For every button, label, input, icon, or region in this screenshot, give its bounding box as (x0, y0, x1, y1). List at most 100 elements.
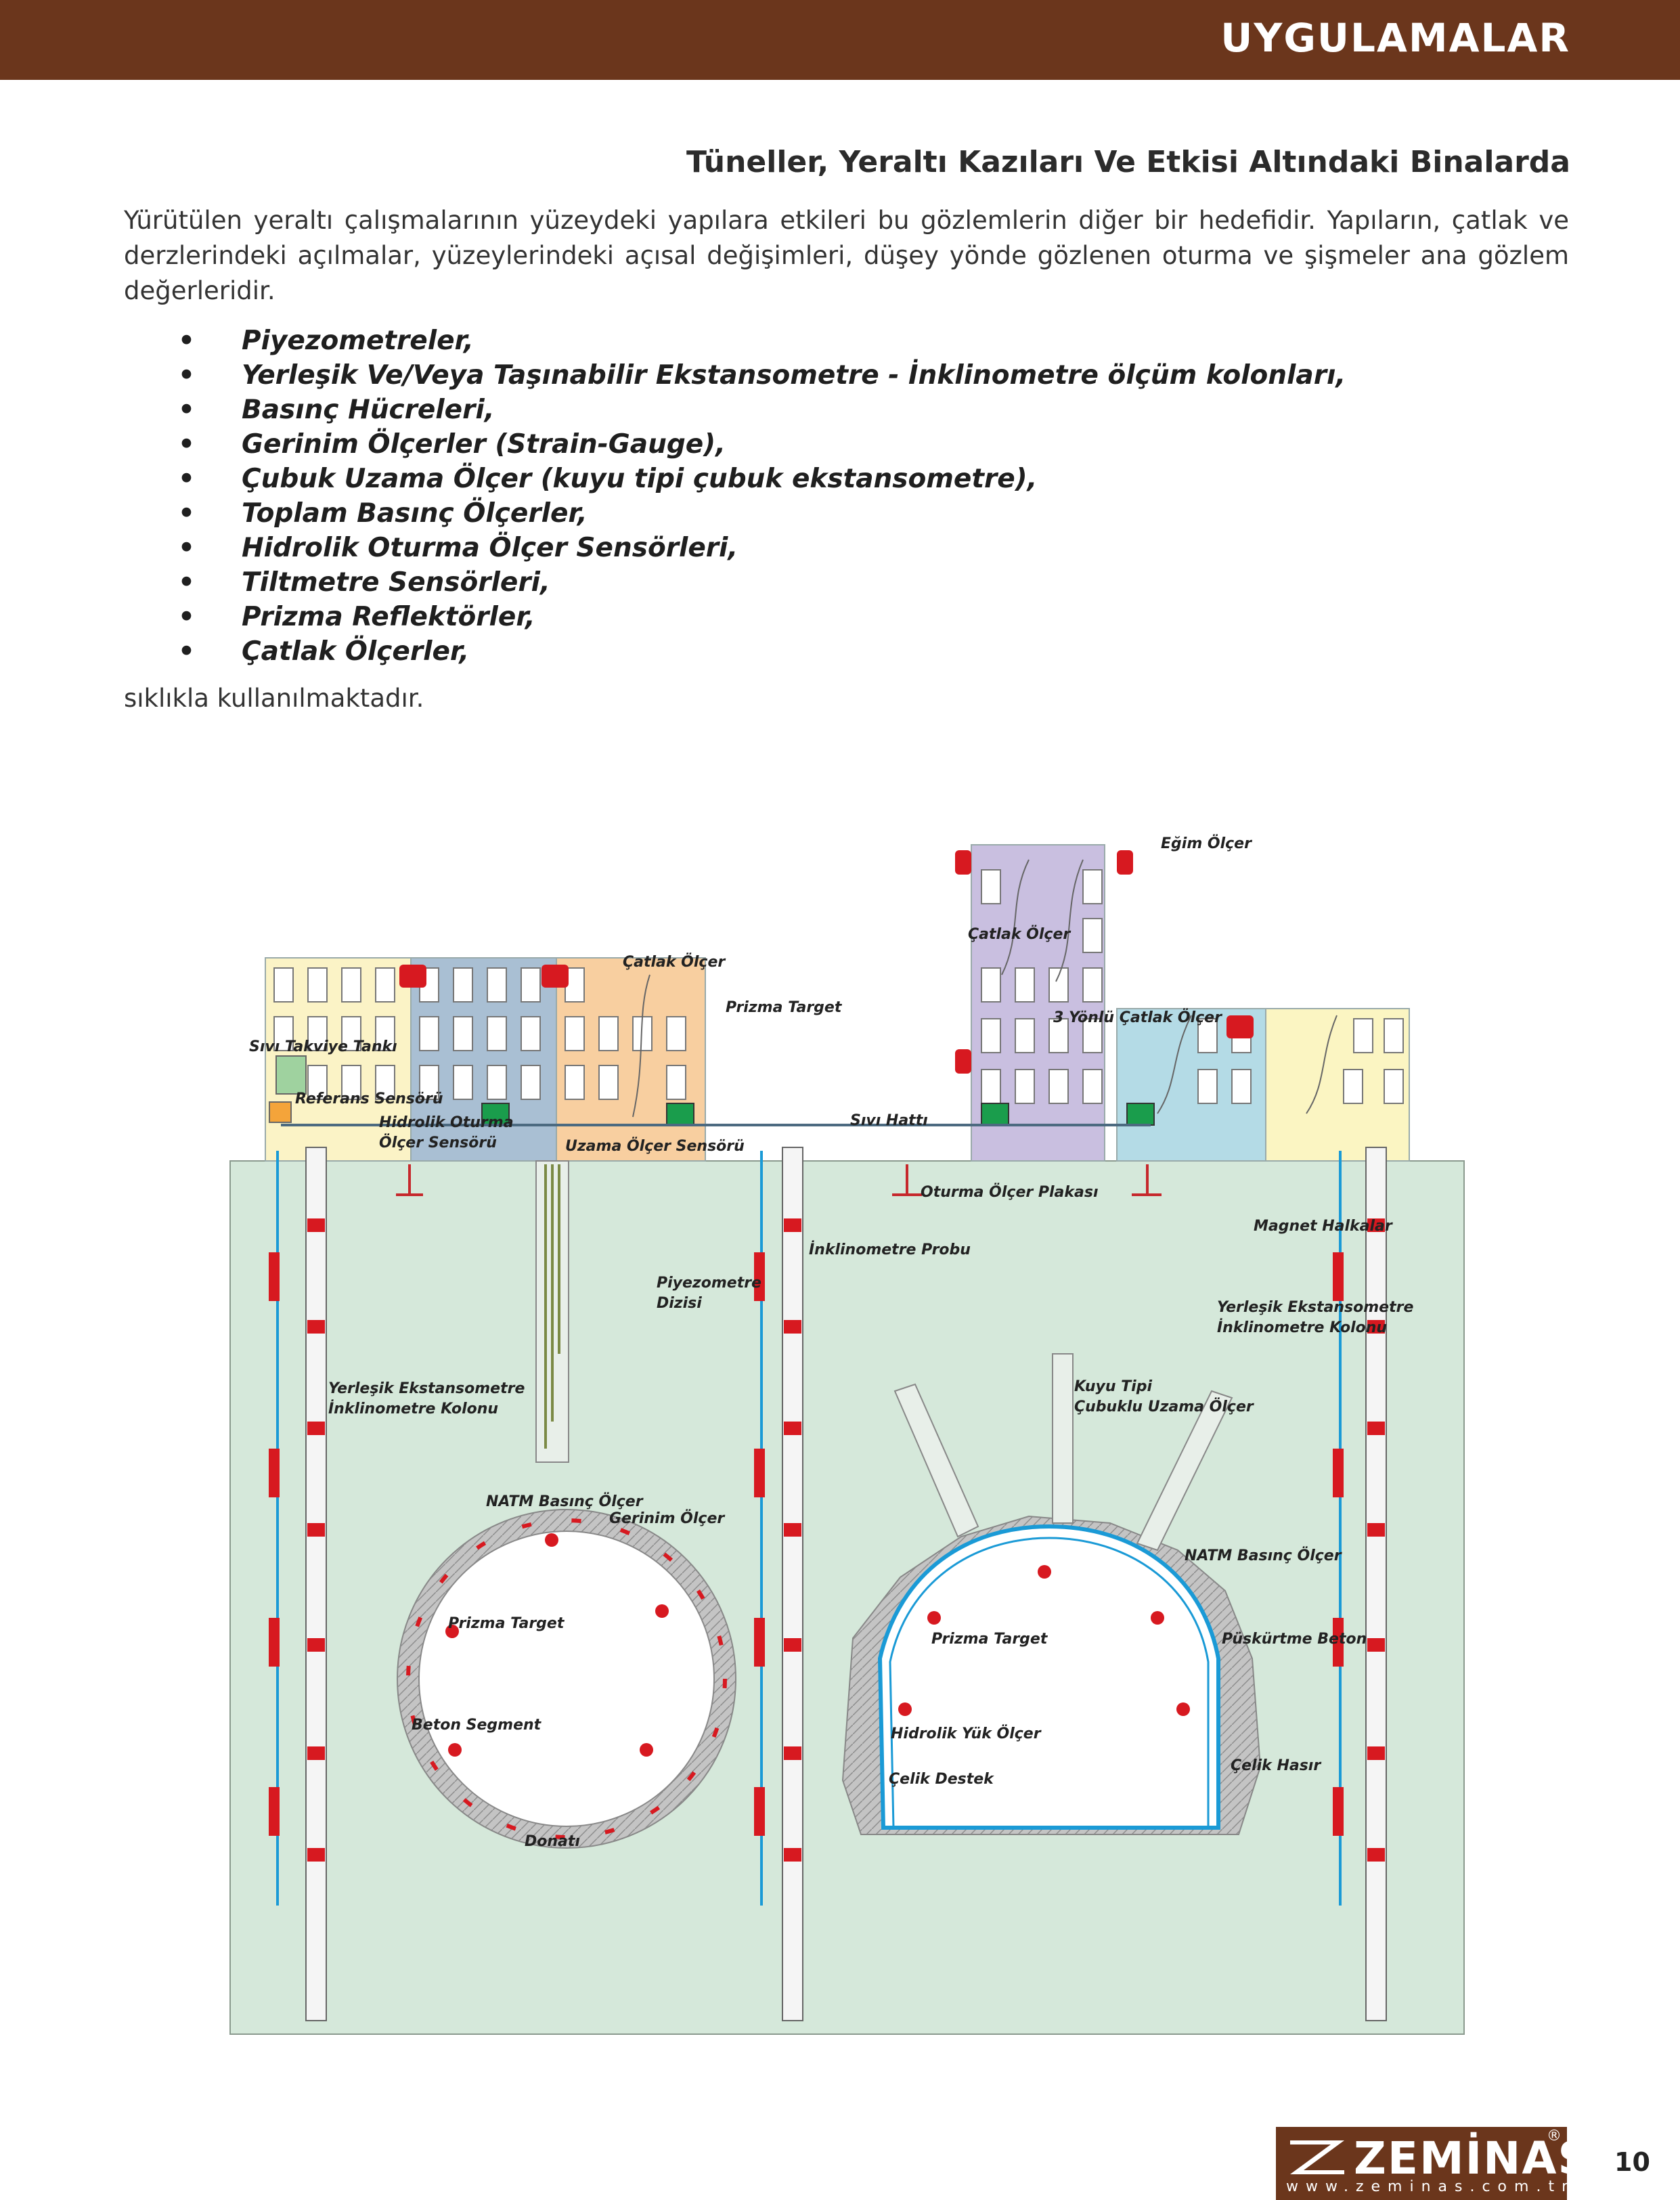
prism-target-icon (927, 1611, 941, 1625)
tilt-sensor-right-4 (1226, 1015, 1254, 1038)
window-grid-left (273, 967, 686, 1100)
label-celik-destek: Çelik Destek (889, 1771, 994, 1788)
crack-line-right-1 (1001, 859, 1030, 975)
natm-tunnel (841, 1353, 1262, 1835)
label-yerlesik-right-2: İnklinometre Kolonu (1217, 1319, 1387, 1336)
list-item-text: Toplam Basınç Ölçerler, (242, 498, 588, 529)
list-item-text: Piyezometreler, (242, 326, 474, 356)
website: www.zeminas.com.tr (1286, 2178, 1576, 2195)
label-egim-olcer: Eğim Ölçer (1161, 835, 1252, 852)
list-item-text: Çatlak Ölçerler, (242, 636, 470, 667)
label-puskurtme: Püskürtme Beton (1222, 1631, 1367, 1648)
label-natm-left: NATM Basınç Ölçer (486, 1493, 644, 1510)
prism-target-icon (1038, 1565, 1051, 1579)
rod-extensometer-rods (544, 1164, 560, 1449)
bullet-icon: • (178, 602, 195, 632)
label-uzama-sensoru: Uzama Ölçer Sensörü (565, 1137, 745, 1155)
label-natm-right: NATM Basınç Ölçer (1185, 1547, 1342, 1564)
list-item: • Prizma Reflektörler, (124, 600, 1346, 634)
tilt-sensor-right-3 (1117, 850, 1133, 875)
extensometer-column-left (269, 1147, 327, 2021)
label-hidrolik-yuk: Hidrolik Yük Ölçer (891, 1725, 1042, 1742)
list-item-text: Prizma Reflektörler, (242, 602, 535, 632)
prism-target-icon (448, 1743, 462, 1757)
bullet-icon: • (178, 326, 195, 356)
settlement-sensor-4 (1126, 1103, 1155, 1126)
bullet-icon: • (178, 360, 195, 391)
list-item: •Hidrolik Oturma Ölçer Sensörleri, (124, 531, 1346, 565)
brand-name: ZEMİNAŞ (1354, 2132, 1592, 2184)
brand-logo (1276, 2127, 1567, 2200)
crack-line-right-4 (1306, 1015, 1338, 1114)
bullet-icon: • (178, 464, 195, 494)
label-referans: Referans Sensörü (295, 1091, 443, 1107)
prism-target-icon (898, 1702, 912, 1716)
list-item: • Yerleşik Ve/Veya Taşınabilir Ekstansome… (124, 358, 1346, 393)
closing-text: sıklıkla kullanılmaktadır. (124, 684, 424, 713)
label-donati: Donatı (525, 1833, 580, 1850)
prism-target-icon (655, 1604, 669, 1618)
list-item: • Gerinim Ölçerler (Strain-Gauge), (124, 427, 1346, 462)
settlement-plate-1 (396, 1164, 423, 1196)
prism-target-icon (1151, 1611, 1164, 1625)
list-item: •Tiltmetre Sensörleri, (124, 565, 1346, 600)
label-kuyu-1: Kuyu Tipi (1074, 1378, 1152, 1395)
rod-extensometer-3 (1136, 1390, 1233, 1552)
list-item-text: Gerinim Ölçerler (Strain-Gauge), (242, 429, 726, 460)
list-item: • Çatlak Ölçerler, (124, 634, 1346, 669)
building-right-group (955, 844, 1410, 1162)
settlement-plate-3 (1132, 1164, 1162, 1196)
bullet-icon: • (178, 636, 195, 667)
label-hidrolik-1: Hidrolik Oturma (379, 1114, 514, 1131)
label-catlak-olcer-top: Çatlak Ölçer (968, 925, 1071, 943)
label-magnet: Magnet Halkalar (1254, 1218, 1393, 1235)
list-item-text: Çubuk Uzama Ölçer (kuyu tipi çubuk eksta… (242, 464, 1038, 494)
list-item-text: Hidrolik Oturma Ölçer Sensörleri, (242, 533, 738, 563)
liquid-tank (275, 1055, 307, 1095)
label-oturma-plakasi: Oturma Ölçer Plakası (921, 1183, 1099, 1201)
instrument-list: • Piyezometreler, • Yerleşik Ve/Veya Taşın… (124, 324, 1346, 669)
bullet-icon: • (178, 429, 195, 460)
tilt-sensor-right-1 (955, 850, 971, 875)
label-sivi-takviye: Sıvı Takviye Tankı (249, 1038, 397, 1055)
label-catlak-olcer-left: Çatlak Ölçer (623, 953, 726, 971)
list-item: • Çubuk Uzama Ölçer (kuyu tipi çubuk ekst… (124, 462, 1346, 496)
building-left-group (265, 957, 706, 1162)
prism-target-icon (640, 1743, 653, 1757)
prism-target-icon (1176, 1702, 1190, 1716)
zeminas-logo-icon (1290, 2140, 1344, 2174)
label-celik-hasir: Çelik Hasır (1231, 1757, 1321, 1774)
list-item: • Piyezometreler, (124, 324, 1346, 358)
label-kuyu-2: Çubuklu Uzama Ölçer (1074, 1398, 1254, 1415)
section-title: Tüneller, Yeraltı Kazıları Ve Etkisi Alt… (686, 145, 1570, 179)
label-yerlesik-left-2: İnklinometre Kolonu (328, 1400, 498, 1417)
window-grid-right (981, 869, 1404, 1104)
registered-mark: ® (1547, 2128, 1562, 2144)
label-hidrolik-2: Ölçer Sensörü (379, 1134, 497, 1151)
extensometer-column-center (754, 1147, 803, 2021)
bullet-icon: • (178, 498, 195, 529)
intro-paragraph: Yürütülen yeraltı çalışmalarının yüzeyde… (124, 206, 1569, 305)
prism-target-icon (445, 1625, 459, 1638)
settlement-sensor-1 (481, 1103, 510, 1126)
label-yerlesik-right-1: Yerleşik Ekstansometre (1217, 1299, 1413, 1316)
list-item: •Basınç Hücreleri, (124, 393, 1346, 427)
label-sivi-hatti: Sıvı Hattı (850, 1112, 928, 1129)
page-number: 10 (1614, 2147, 1650, 2177)
list-item-text: Basınç Hücreleri, (242, 395, 495, 425)
reference-sensor (269, 1101, 292, 1123)
label-gerinim: Gerinim Ölçer (609, 1510, 725, 1527)
list-item-text: Yerleşik Ve/Veya Taşınabilir Ekstansomet… (242, 360, 1346, 391)
prism-target-icon (545, 1533, 558, 1547)
header-bar (0, 0, 1680, 80)
label-piyezometre-2: Dizisi (657, 1295, 702, 1312)
rod-extensometer-1 (1052, 1353, 1074, 1524)
crack-line-right-2 (1055, 859, 1084, 982)
settlement-sensor-2 (666, 1103, 694, 1126)
rod-extensometer-2 (893, 1383, 979, 1538)
label-inklinometre-probu: İnklinometre Probu (809, 1241, 971, 1258)
label-yerlesik-left-1: Yerleşik Ekstansometre (328, 1380, 525, 1397)
header-title: UYGULAMALAR (1220, 15, 1570, 61)
ground-block (229, 1160, 1465, 2035)
tilt-sensor-right-2 (955, 1049, 971, 1074)
